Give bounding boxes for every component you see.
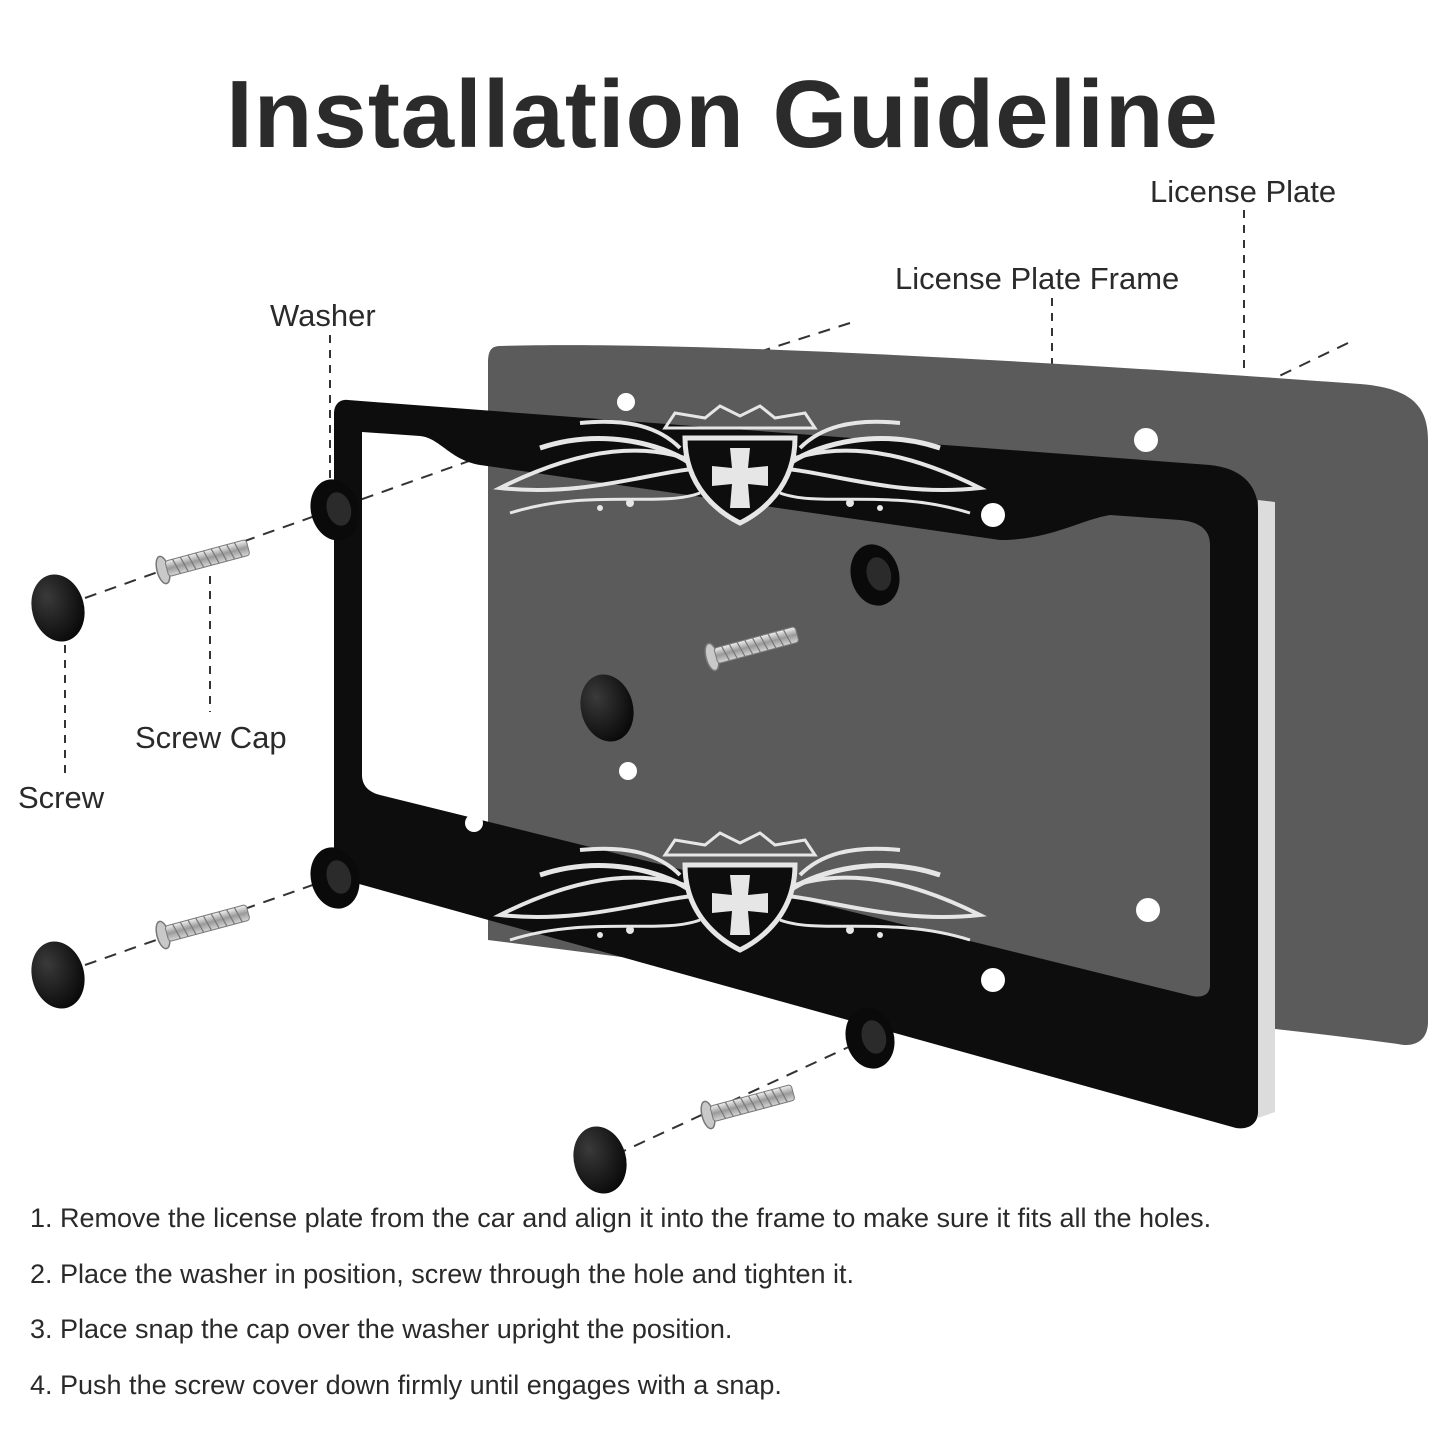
frame-holes [465, 503, 1005, 992]
step-4: 4. Push the screw cover down firmly unti… [30, 1369, 782, 1400]
instruction-steps: 1. Remove the license plate from the car… [30, 1200, 1430, 1422]
label-license-plate: License Plate [1150, 174, 1337, 209]
label-washer: Washer [270, 298, 376, 333]
page-title: Installation Guideline [226, 61, 1219, 168]
license-plate-frame [334, 399, 1258, 1129]
step-1: 1. Remove the license plate from the car… [30, 1203, 1212, 1233]
step-3: 3. Place snap the cap over the washer up… [30, 1314, 733, 1344]
label-screw-cap: Screw Cap [135, 720, 287, 755]
washers [310, 479, 900, 1069]
label-license-plate-frame: License Plate Frame [895, 261, 1180, 296]
plate-holes [617, 393, 1160, 922]
screw-caps [31, 574, 634, 1194]
step-2: 2. Place the washer in position, screw t… [30, 1258, 855, 1289]
label-screw: Screw [18, 780, 105, 815]
